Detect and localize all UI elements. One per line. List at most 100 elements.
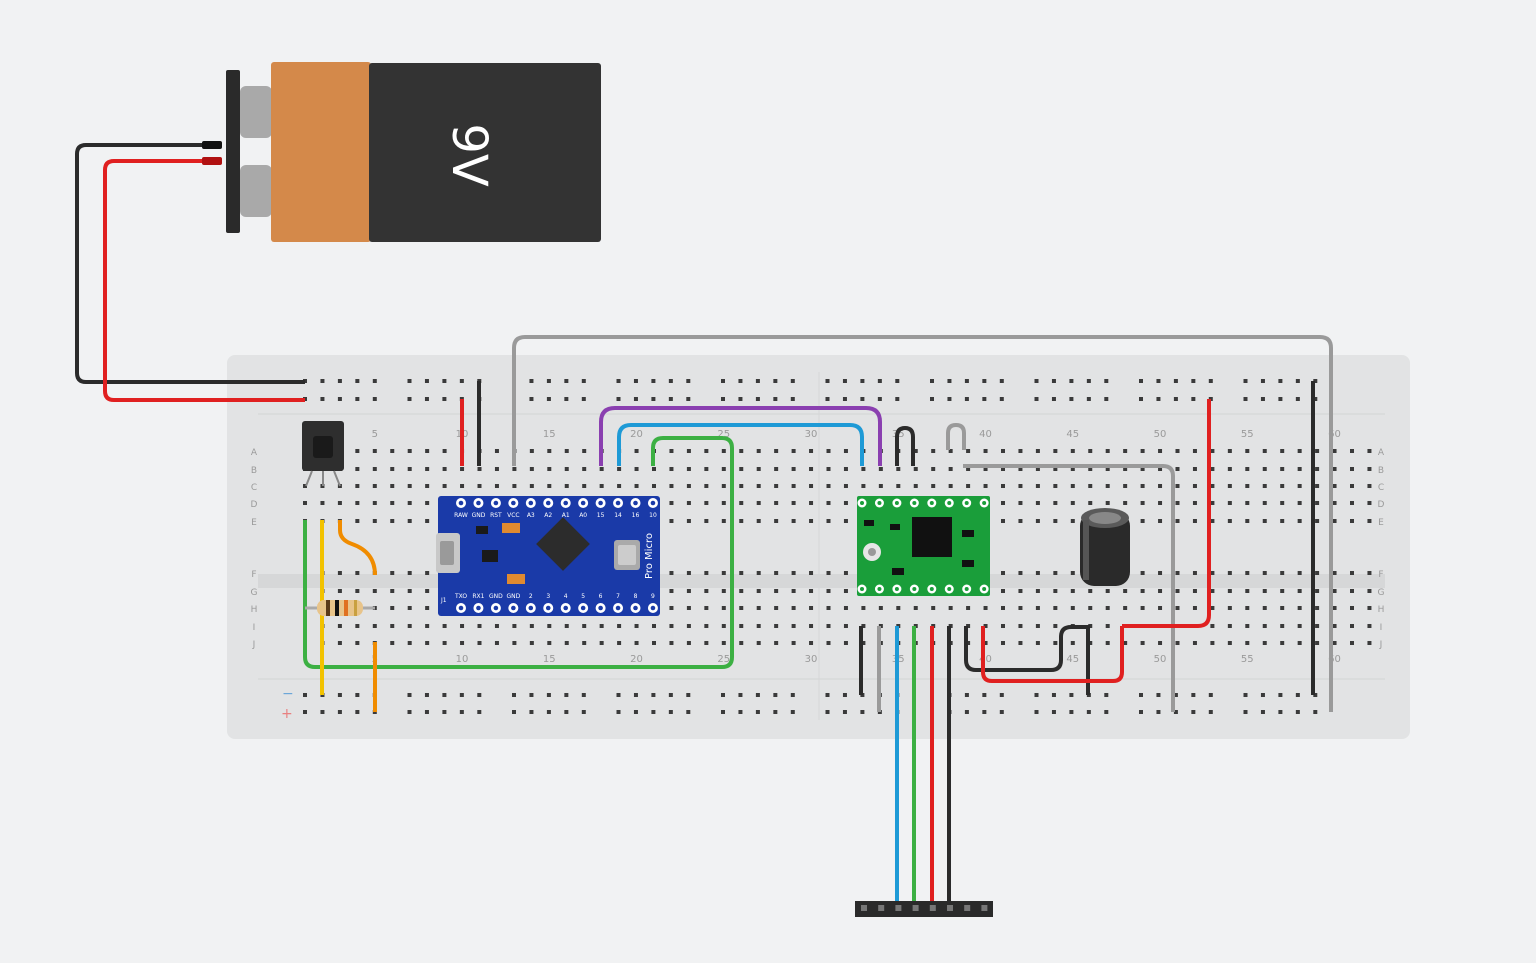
pro-micro-pin-label: 14 xyxy=(614,512,622,519)
driver-component-3 xyxy=(892,568,904,575)
breadboard-hole xyxy=(425,519,430,523)
breadboard-hole xyxy=(1140,449,1145,453)
breadboard-hole xyxy=(1315,467,1320,471)
breadboard-hole xyxy=(390,484,395,488)
battery-9v[interactable]: 9V xyxy=(226,62,601,242)
breadboard-hole xyxy=(1262,641,1267,645)
rail-hole xyxy=(546,397,551,401)
breadboard-hole xyxy=(1297,501,1302,505)
driver-pin-hole xyxy=(929,501,934,505)
pro-micro-pin-label: A2 xyxy=(544,512,552,519)
breadboard-hole xyxy=(669,501,674,505)
breadboard-hole xyxy=(1018,449,1023,453)
breadboard-hole xyxy=(1332,589,1337,593)
breadboard-hole xyxy=(983,606,988,610)
gray-wire-right[interactable] xyxy=(963,464,1175,712)
green-wire-long[interactable] xyxy=(303,436,734,669)
breadboard-hole xyxy=(1350,606,1354,610)
pro-micro-pin-hole xyxy=(580,605,586,611)
resistor-band-1 xyxy=(326,600,330,616)
breadboard-hole xyxy=(477,641,482,645)
breadboard-hole xyxy=(1001,606,1005,610)
breadboard-hole xyxy=(983,449,988,453)
breadboard-hole xyxy=(390,519,395,523)
breadboard-hole xyxy=(425,484,430,488)
battery-black-wire[interactable] xyxy=(75,143,305,384)
breadboard-hole xyxy=(843,641,848,645)
gray-wire-top-long[interactable] xyxy=(512,335,1333,712)
breadboard-hole xyxy=(1070,467,1075,471)
breadboard-hole xyxy=(826,467,831,471)
breadboard-hole xyxy=(1280,449,1285,453)
breadboard-hole xyxy=(634,449,639,453)
column-number: 50 xyxy=(1154,654,1167,665)
rail-hole xyxy=(512,710,516,714)
motor-header-connector[interactable] xyxy=(855,901,993,917)
breadboard-hole xyxy=(582,484,587,488)
rail-hole xyxy=(303,693,307,697)
rail-hole xyxy=(633,397,638,401)
breadboard-hole xyxy=(843,624,848,628)
black-hook-jumper[interactable] xyxy=(895,425,915,466)
breadboard-hole xyxy=(686,501,691,505)
breadboard-hole xyxy=(791,484,796,488)
rail-hole xyxy=(721,693,725,697)
usb-connector-inner xyxy=(440,541,454,565)
red-wire-right[interactable] xyxy=(1122,399,1211,628)
breadboard-hole xyxy=(1105,624,1110,628)
breadboard-hole xyxy=(983,467,988,471)
pro-micro-pin-hole xyxy=(545,500,551,506)
breadboard-hole xyxy=(809,606,814,610)
breadboard-hole xyxy=(1227,641,1232,645)
driver-red-wire-2[interactable] xyxy=(981,626,1124,683)
breadboard-hole xyxy=(756,467,761,471)
breadboard-hole xyxy=(1315,484,1320,488)
breadboard-hole xyxy=(1175,641,1180,645)
breadboard-hole xyxy=(1070,589,1075,593)
breadboard-hole xyxy=(843,501,848,505)
driver-black-wire-2[interactable] xyxy=(964,625,1090,695)
stepper-driver-board[interactable] xyxy=(857,496,990,596)
breadboard-hole xyxy=(1175,449,1180,453)
rail-hole xyxy=(303,710,307,714)
breadboard-hole xyxy=(355,641,360,645)
breadboard-hole xyxy=(1350,519,1354,523)
rail-hole xyxy=(999,693,1004,697)
rail-hole xyxy=(982,379,987,383)
rail-hole xyxy=(1069,710,1074,714)
breadboard-hole xyxy=(1367,589,1372,593)
pro-micro-pin-label: RX1 xyxy=(472,593,484,600)
sensor-component[interactable] xyxy=(302,421,344,487)
rail-hole xyxy=(355,710,360,714)
breadboard-hole xyxy=(791,449,796,453)
breadboard-hole xyxy=(477,624,482,628)
electrolytic-capacitor[interactable] xyxy=(1080,508,1130,586)
gray-hook-jumper[interactable] xyxy=(946,422,966,450)
resistor-band-3 xyxy=(344,600,348,616)
breadboard-hole xyxy=(826,589,831,593)
rail-hole xyxy=(721,397,725,401)
rail-hole xyxy=(964,397,969,401)
breadboard-hole xyxy=(756,519,761,523)
breadboard-hole xyxy=(564,449,569,453)
breadboard-hole xyxy=(686,606,691,610)
breadboard-hole xyxy=(547,484,552,488)
battery-red-wire[interactable] xyxy=(103,159,305,402)
resistor[interactable] xyxy=(305,600,375,616)
pro-micro-pin-label: TXO xyxy=(454,593,467,600)
orange-wire-upper[interactable] xyxy=(338,520,377,576)
breadboard-hole xyxy=(1297,484,1302,488)
breadboard-hole xyxy=(931,484,936,488)
blue-wire[interactable] xyxy=(617,423,864,466)
breadboard-hole xyxy=(407,606,412,610)
rail-hole xyxy=(424,693,429,697)
column-number: 60 xyxy=(1328,429,1341,440)
purple-wire[interactable] xyxy=(599,406,882,466)
pro-micro-pin-hole xyxy=(528,605,534,611)
breadboard-hole xyxy=(355,501,360,505)
breadboard-hole xyxy=(337,641,342,645)
breadboard-hole xyxy=(407,624,412,628)
breadboard-hole xyxy=(407,589,412,593)
